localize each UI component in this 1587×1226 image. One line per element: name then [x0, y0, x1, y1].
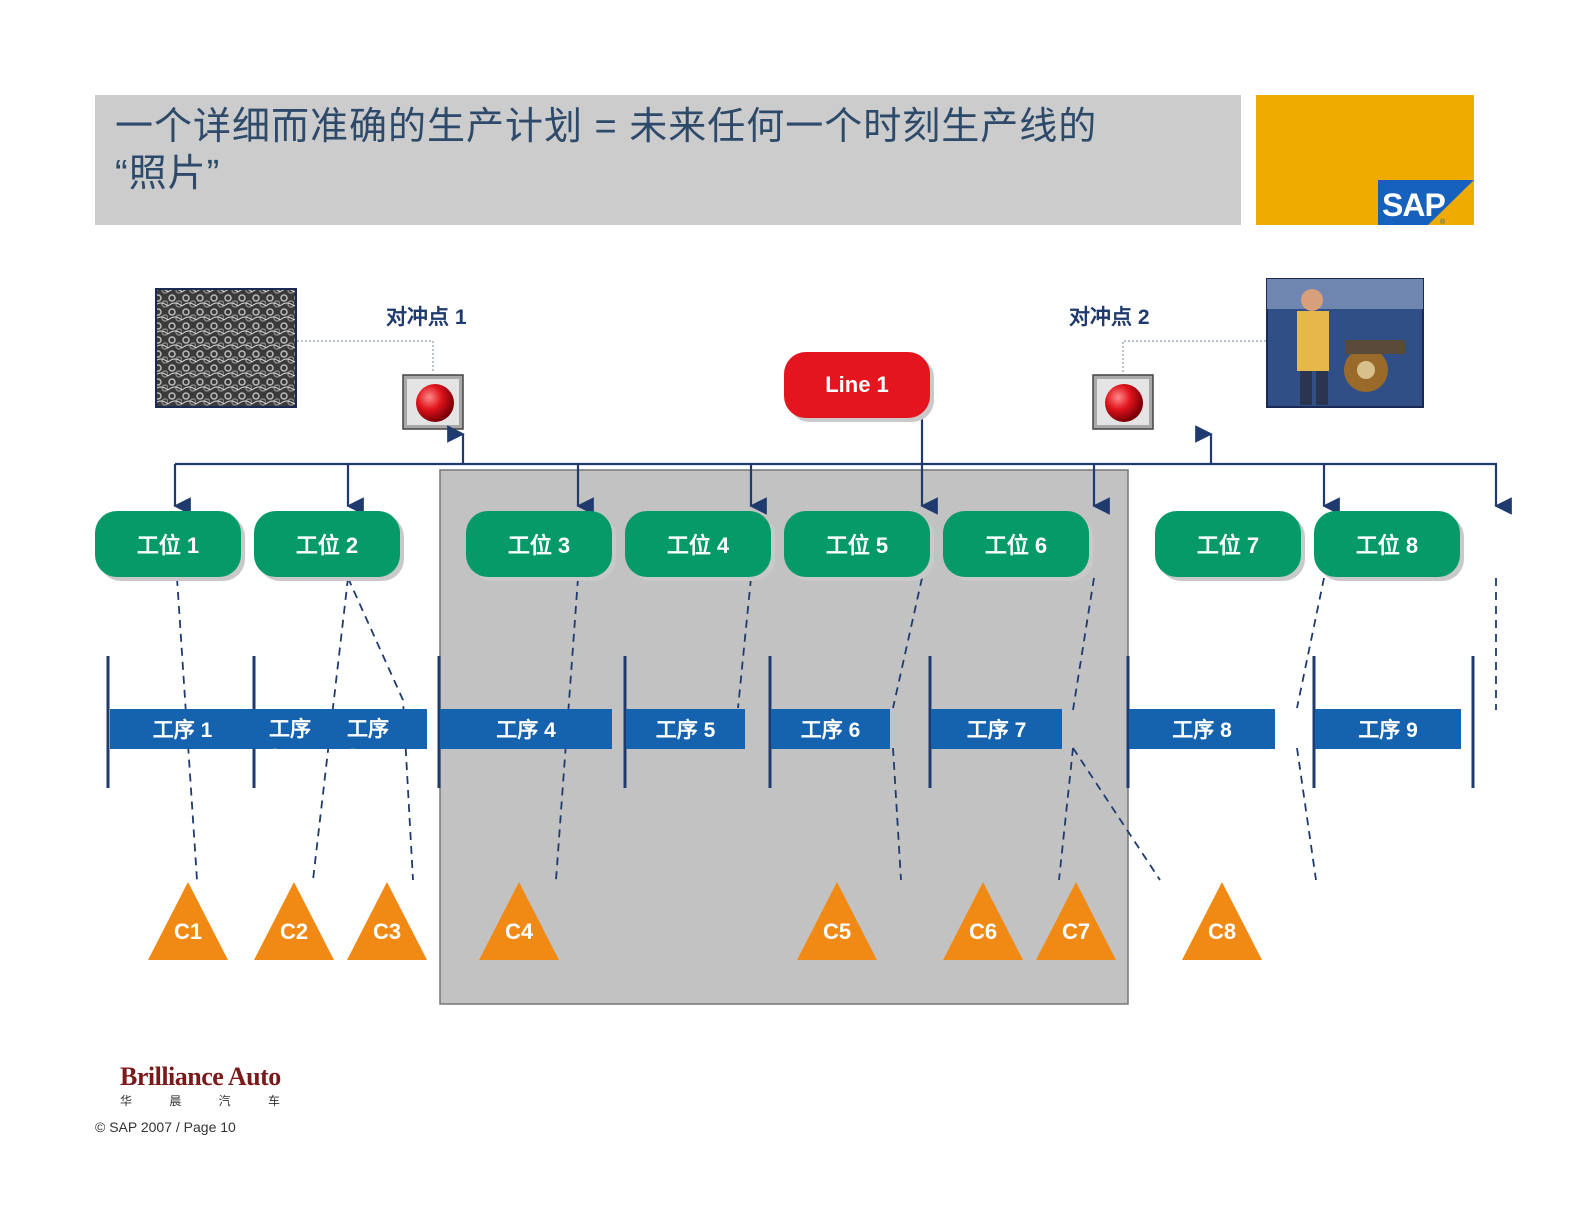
component-c7: C7: [1061, 919, 1091, 944]
component-c5: C5: [822, 919, 852, 944]
dashed-link: [1072, 747, 1161, 881]
brand-subtitle: 华晨汽车: [120, 1094, 280, 1108]
sap-logo-text: SAP: [1382, 187, 1445, 223]
dashed-link: [555, 577, 579, 881]
page-title-line-2: “照片”: [115, 153, 221, 195]
component-c1: C1: [173, 919, 203, 944]
operation-7[interactable]: 工序 7: [931, 709, 1062, 749]
component-c2: C2: [279, 919, 309, 944]
dashed-link: [737, 577, 752, 709]
line-1-button[interactable]: Line 1: [784, 352, 930, 418]
page-title: 一个详细而准确的生产计划 = 未来任何一个时刻生产线的 “照片”: [115, 104, 1225, 198]
title-bar: [95, 95, 1241, 225]
component-triangle: [1036, 882, 1116, 960]
worker-photo: [1266, 278, 1424, 408]
component-triangle: [1182, 882, 1262, 960]
station-6[interactable]: 工位 6: [943, 511, 1089, 577]
station-2[interactable]: 工位 2: [254, 511, 400, 577]
station-1[interactable]: 工位 1: [95, 511, 241, 577]
red-light-button-icon: [1092, 374, 1154, 430]
brilliance-auto-logo: Brilliance Auto 华晨汽车: [120, 1062, 290, 1109]
operation-4[interactable]: 工序 4: [440, 709, 612, 749]
station-7[interactable]: 工位 7: [1155, 511, 1301, 577]
dashed-link: [312, 577, 349, 881]
footer-copyright: © SAP 2007 / Page 10: [95, 1119, 236, 1135]
component-c6: C6: [968, 919, 998, 944]
component-triangle: [479, 882, 559, 960]
leader-line-1: [297, 340, 434, 372]
dashed-link: [176, 577, 198, 881]
leader-line-2: [1122, 340, 1266, 372]
component-c4: C4: [504, 919, 534, 944]
operation-9[interactable]: 工序 9: [1315, 709, 1461, 749]
operation-1[interactable]: 工序 1: [110, 709, 255, 749]
red-light-button-icon: [402, 374, 464, 430]
station-4[interactable]: 工位 4: [625, 511, 771, 577]
component-triangle: [254, 882, 334, 960]
operation-6[interactable]: 工序 6: [771, 709, 890, 749]
operation-5[interactable]: 工序 5: [626, 709, 745, 749]
component-c3: C3: [372, 919, 402, 944]
buffer-point-label-1: 对冲点 1: [386, 306, 467, 329]
buffer-point-label-2: 对冲点 2: [1069, 306, 1150, 329]
brand-name: Brilliance Auto: [120, 1062, 281, 1091]
station-8[interactable]: 工位 8: [1314, 511, 1460, 577]
component-triangle: [797, 882, 877, 960]
svg-text:®: ®: [1440, 218, 1446, 225]
station-5[interactable]: 工位 5: [784, 511, 930, 577]
metal-chips-photo: [155, 288, 297, 408]
dashed-link: [1296, 577, 1325, 709]
operation-2-3-bar[interactable]: [255, 709, 427, 749]
component-triangle: [347, 882, 427, 960]
dashed-link: [347, 577, 414, 881]
page-title-line-1: 一个详细而准确的生产计划 = 未来任何一个时刻生产线的: [115, 106, 1098, 148]
station-3[interactable]: 工位 3: [466, 511, 612, 577]
component-triangle: [148, 882, 228, 960]
sap-logo: SAP ®: [1378, 180, 1474, 225]
component-c8: C8: [1207, 919, 1237, 944]
component-triangle: [943, 882, 1023, 960]
operation-8[interactable]: 工序 8: [1129, 709, 1275, 749]
